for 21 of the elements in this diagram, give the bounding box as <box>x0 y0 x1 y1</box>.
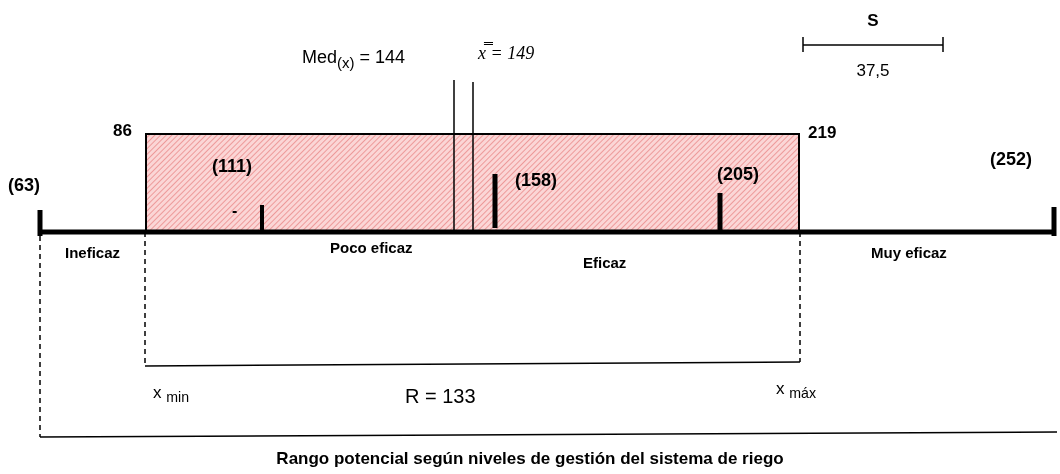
value-label: (111) <box>212 157 253 177</box>
category-label: Muy eficaz <box>871 245 947 262</box>
scale-label: S <box>867 12 879 31</box>
min-label: x $_{min}$ <box>153 384 190 406</box>
category-label: Ineficaz <box>65 245 121 262</box>
caption: Rango potencial según niveles de gestión del sistema de riego <box>276 450 784 469</box>
max-label: x $_{máx}$ <box>776 380 816 402</box>
range-box <box>145 133 800 232</box>
median-label: Med$_{(x)}$ = 144 <box>302 48 406 72</box>
value-label: 219 <box>808 124 837 143</box>
value-label: 86 <box>113 122 132 141</box>
value-label: (63) <box>8 176 40 196</box>
scale-value: 37,5 <box>856 62 890 81</box>
mean-label: x̿ = 149 <box>478 44 535 64</box>
category-label: Eficaz <box>583 255 627 272</box>
value-label: (158) <box>515 171 558 191</box>
dash-mark: - <box>232 202 238 220</box>
value-label: (205) <box>717 165 760 185</box>
value-label: (252) <box>990 150 1033 170</box>
range-label: R = 133 <box>405 385 476 407</box>
category-label: Poco eficaz <box>330 240 413 257</box>
